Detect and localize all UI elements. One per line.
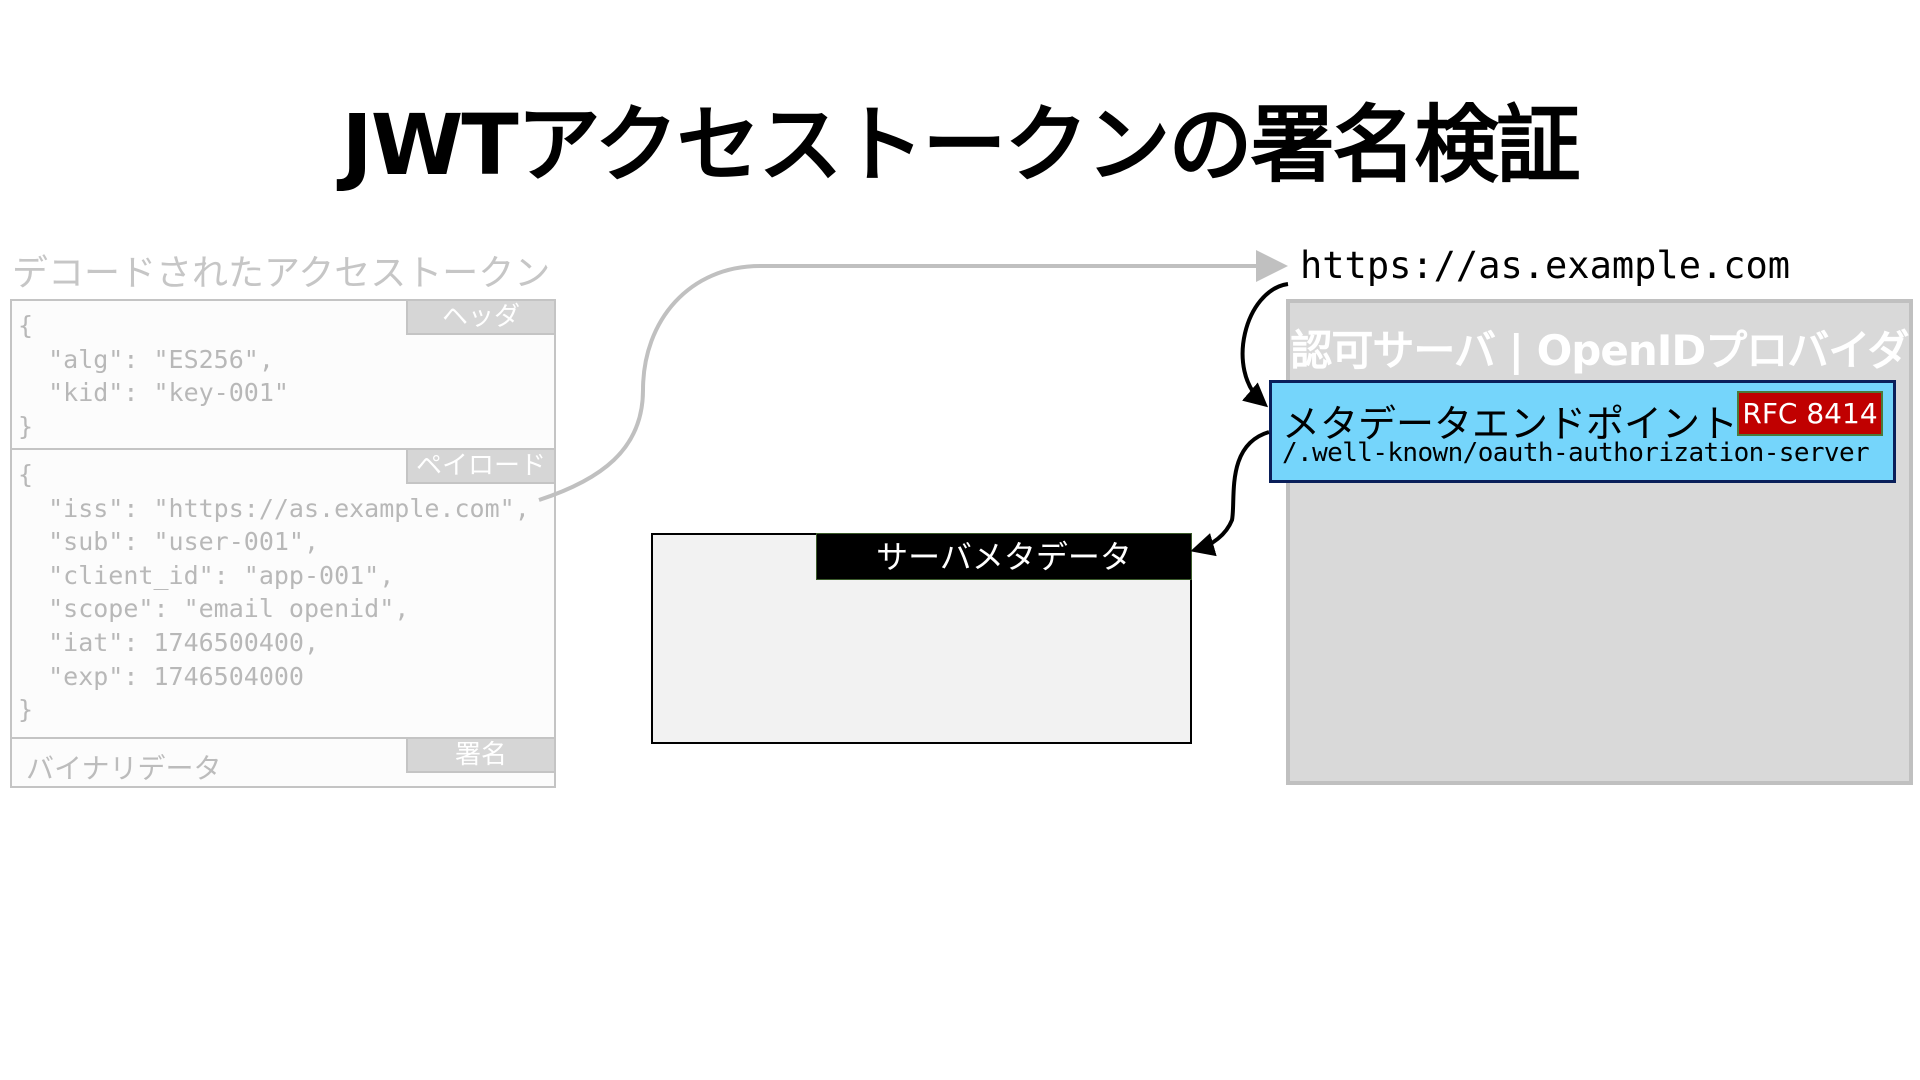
decoded-token-label: デコードされたアクセストークン [12, 253, 551, 294]
signature-section: バイナリデータ 署名 [12, 739, 554, 786]
server-metadata-tag: サーバメタデータ [816, 533, 1192, 580]
issuer-url: https://as.example.com [1300, 244, 1791, 287]
payload-code: { "iss": "https://as.example.com", "sub"… [18, 460, 530, 725]
server-metadata-box: サーバメタデータ [651, 533, 1192, 744]
signature-text: バイナリデータ [26, 752, 222, 785]
payload-section: { "iss": "https://as.example.com", "sub"… [12, 450, 554, 739]
signature-tag: 署名 [406, 739, 554, 773]
header-code: { "alg": "ES256", "kid": "key-001" } [18, 311, 289, 441]
url-to-endpoint-arrow [1240, 282, 1289, 408]
endpoint-to-metadata-arrow [1190, 430, 1270, 557]
page-title: JWTアクセストークンの署名検証 [341, 96, 1580, 194]
endpoint-path: /.well-known/oauth-authorization-server [1282, 438, 1870, 468]
iss-to-url-arrow [538, 250, 1288, 502]
rfc-badge: RFC 8414 [1737, 391, 1883, 436]
header-tag: ヘッダ [406, 301, 554, 335]
metadata-endpoint-box: メタデータエンドポイント RFC 8414 /.well-known/oauth… [1269, 380, 1896, 483]
header-section: { "alg": "ES256", "kid": "key-001" } ヘッダ [12, 301, 554, 450]
auth-server-title: 認可サーバ | OpenIDプロバイダ [1290, 326, 1909, 375]
endpoint-title: メタデータエンドポイント [1282, 402, 1739, 446]
decoded-token-box: { "alg": "ES256", "kid": "key-001" } ヘッダ… [10, 299, 556, 788]
payload-tag: ペイロード [406, 450, 554, 484]
